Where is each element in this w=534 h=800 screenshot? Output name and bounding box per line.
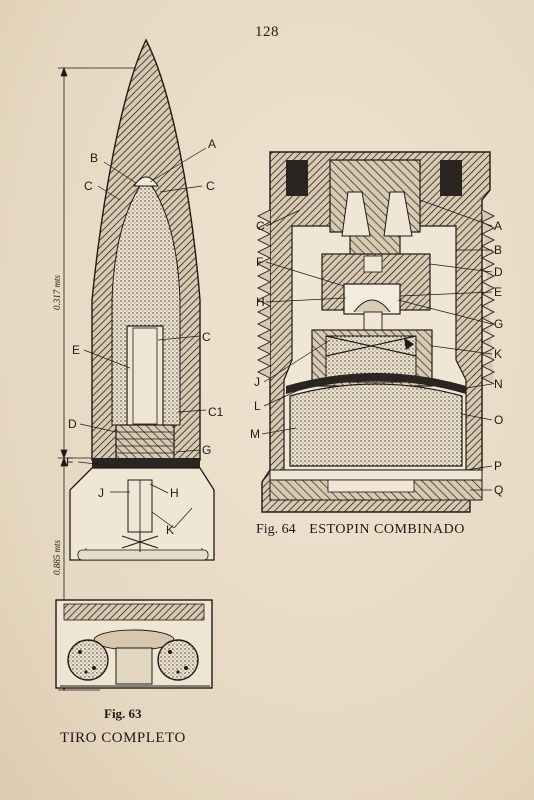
figure-64-drawing: A B C D E F G H J K L M N O P Q xyxy=(250,151,503,513)
primer-star xyxy=(121,532,159,552)
fig63-label-A: A xyxy=(208,137,216,151)
fig63-label-C-mid: C xyxy=(202,330,211,344)
base-plug xyxy=(115,424,175,464)
fig64-label-H: H xyxy=(256,295,265,309)
fig64-label-G: G xyxy=(494,317,503,331)
figure-64-caption: Fig. 64 ESTOPIN COMBINADO xyxy=(256,522,465,538)
figure-63-title: TIRO COMPLETO xyxy=(60,730,186,746)
fig64-label-E: E xyxy=(494,285,502,299)
fig63-label-H: H xyxy=(170,486,179,500)
fig63-label-G: G xyxy=(202,443,211,457)
figure-64-title: ESTOPIN COMBINADO xyxy=(309,522,465,537)
fig64-label-B: B xyxy=(494,243,502,257)
fig64-label-L: L xyxy=(254,399,261,413)
figure-63-number: Fig. 63 xyxy=(104,706,142,721)
fuze-threads xyxy=(256,209,496,385)
dimension-upper: 0.317 mts xyxy=(52,275,62,311)
fig64-label-Q: Q xyxy=(494,483,503,497)
fig64-label-O: O xyxy=(494,413,503,427)
main-charge xyxy=(289,383,463,467)
fig63-label-C-top-right: C xyxy=(206,179,215,193)
dimension-lower: 0.885 mts xyxy=(52,540,62,576)
powder-bag-right xyxy=(157,639,199,681)
fig63-label-K: K xyxy=(166,523,174,537)
powder-bag-left xyxy=(67,639,109,681)
fig63-label-D: D xyxy=(68,417,77,431)
fig63-label-B: B xyxy=(90,151,98,165)
fig64-label-F: F xyxy=(256,255,263,269)
base-closing-plug xyxy=(269,469,483,481)
fig63-label-F: F xyxy=(66,455,73,469)
fig63-label-J: J xyxy=(98,486,104,500)
fig64-label-M: M xyxy=(250,427,260,441)
fig64-label-K: K xyxy=(494,347,502,361)
fig64-label-N: N xyxy=(494,377,503,391)
figure-63-drawing: 0.317 mts 0.885 mts xyxy=(52,38,224,692)
fig64-label-A: A xyxy=(494,219,502,233)
central-tube xyxy=(126,325,164,427)
fig64-label-D: D xyxy=(494,265,503,279)
page-number: 128 xyxy=(255,24,279,40)
fig63-label-C-top-left: C xyxy=(84,179,93,193)
fig64-label-C: C xyxy=(256,219,265,233)
figure-64-number: Fig. 64 xyxy=(256,522,296,537)
fig63-label-E: E xyxy=(72,343,80,357)
fig64-label-J: J xyxy=(254,375,260,389)
fuze-head xyxy=(133,176,159,187)
fig64-label-P: P xyxy=(494,459,502,473)
fig63-label-C1: C1 xyxy=(208,405,224,419)
